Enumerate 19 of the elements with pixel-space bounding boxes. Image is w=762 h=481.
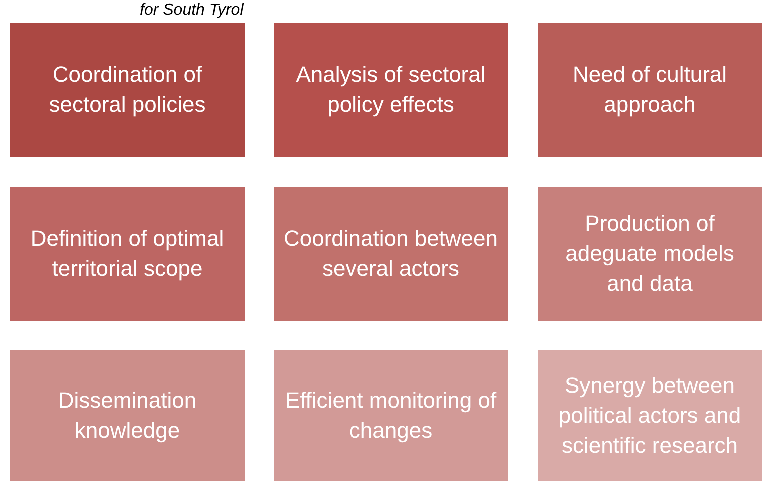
topic-box: [10, 187, 245, 321]
box-label: Efficient monitoring of changes: [284, 386, 498, 445]
box-label: Production of adeguate models and data: [564, 210, 736, 298]
box-label: Analysis of sectoral policy effects: [295, 61, 487, 119]
box-label: Need of cultural approach: [572, 61, 728, 119]
topic-box: [538, 350, 762, 481]
topic-box: [274, 23, 508, 157]
topic-box: [538, 23, 762, 157]
box-label: Coordination between several actors: [282, 225, 500, 283]
topic-box: [274, 187, 508, 321]
title: for South Tyrol: [140, 1, 244, 20]
topic-box: [538, 187, 762, 321]
box-label: Synergy between political actors and scientific research: [558, 372, 742, 460]
topic-box: [10, 350, 245, 481]
box-label: Definition of optimal territorial scope: [30, 225, 226, 283]
topic-box: [10, 23, 245, 157]
topic-box: [274, 350, 508, 481]
box-label: Coordination of sectoral policies: [48, 61, 207, 119]
box-label: Dissemination knowledge: [57, 386, 198, 445]
